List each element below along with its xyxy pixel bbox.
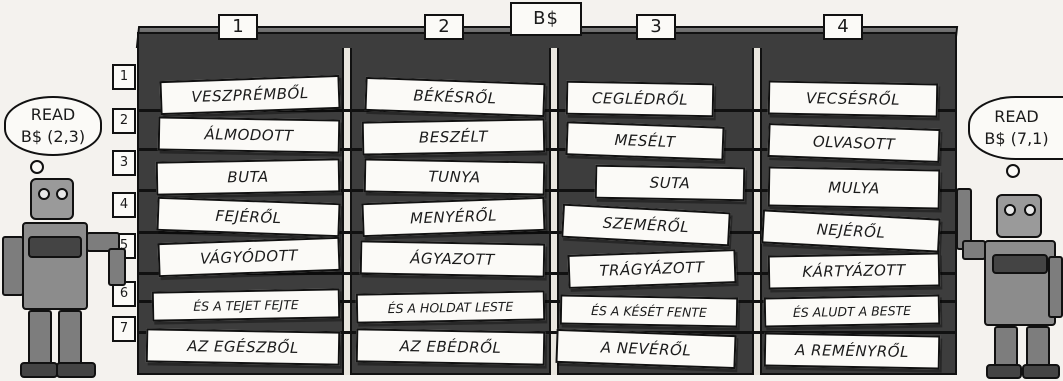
card-3-5: TRÁGYÁZOTT <box>567 249 737 289</box>
shelf <box>139 189 955 192</box>
card-1-5: VÁGYÓDOTT <box>157 236 341 278</box>
card-1-6: ÉS A TEJET FEJTE <box>151 288 341 322</box>
shelf <box>139 272 955 275</box>
card-4-1: VECSÉSRŐL <box>767 80 939 118</box>
card-4-2: OLVASOTT <box>767 123 941 163</box>
card-2-5: ÁGYAZOTT <box>359 240 546 278</box>
card-1-1: VESZPRÉMBŐL <box>159 74 341 116</box>
shelf <box>139 148 955 151</box>
card-1-3: BUTA <box>155 158 341 196</box>
row-number-3: 3 <box>112 150 136 176</box>
column-divider <box>342 48 352 375</box>
column-header-1: 1 <box>218 14 258 40</box>
card-4-5: KÁRTYÁZOTT <box>767 252 941 290</box>
array-label: B$ <box>510 2 582 36</box>
row-number-1: 1 <box>112 64 136 90</box>
left-speech-bubble: READ B$ (2,3) <box>4 96 102 156</box>
shelf <box>139 331 955 334</box>
left-bubble-line-1: READ <box>30 105 76 124</box>
column-header-2: 2 <box>424 14 464 40</box>
column-divider <box>752 48 762 375</box>
row-number-7: 7 <box>112 316 136 342</box>
card-2-3: TUNYA <box>363 158 546 196</box>
left-bubble-line-2: B$ (2,3) <box>20 127 86 146</box>
card-1-2: ÁLMODOTT <box>157 116 341 154</box>
card-2-1: BÉKÉSRŐL <box>364 76 546 118</box>
card-4-3: MULYA <box>767 166 941 210</box>
card-2-7: AZ EBÉDRŐL <box>355 328 546 366</box>
card-3-2: MESÉLT <box>565 121 725 161</box>
speech-tail <box>30 160 44 174</box>
card-1-7: AZ EGÉSZBŐL <box>145 328 341 366</box>
right-bubble-line-2: B$ (7,1) <box>984 129 1049 148</box>
column-divider <box>549 48 559 375</box>
card-3-7: A NEVÉRŐL <box>555 328 737 370</box>
card-1-4: FEJÉRŐL <box>156 196 341 238</box>
card-4-6: ÉS ALUDT A BESTE <box>763 294 941 328</box>
card-3-1: CEGLÉDRŐL <box>565 80 715 118</box>
right-bubble-line-1: READ <box>994 107 1039 126</box>
card-4-7: A REMÉNYRŐL <box>763 332 941 370</box>
right-speech-bubble: READ B$ (7,1) <box>968 96 1063 160</box>
card-2-4: MENYÉRŐL <box>361 196 546 238</box>
card-2-2: BESZÉLT <box>361 118 546 156</box>
card-3-3: SUTA <box>594 164 746 202</box>
column-header-4: 4 <box>823 14 863 40</box>
shelf <box>139 231 955 234</box>
card-2-6: ÉS A HOLDAT LESTE <box>355 290 546 324</box>
shelf <box>139 109 955 112</box>
row-number-2: 2 <box>112 108 136 134</box>
shelf <box>139 300 955 303</box>
speech-tail <box>1006 164 1020 178</box>
column-header-3: 3 <box>636 14 676 40</box>
card-3-6: ÉS A KÉSÉT FENTE <box>559 294 739 328</box>
row-number-4: 4 <box>112 192 136 218</box>
